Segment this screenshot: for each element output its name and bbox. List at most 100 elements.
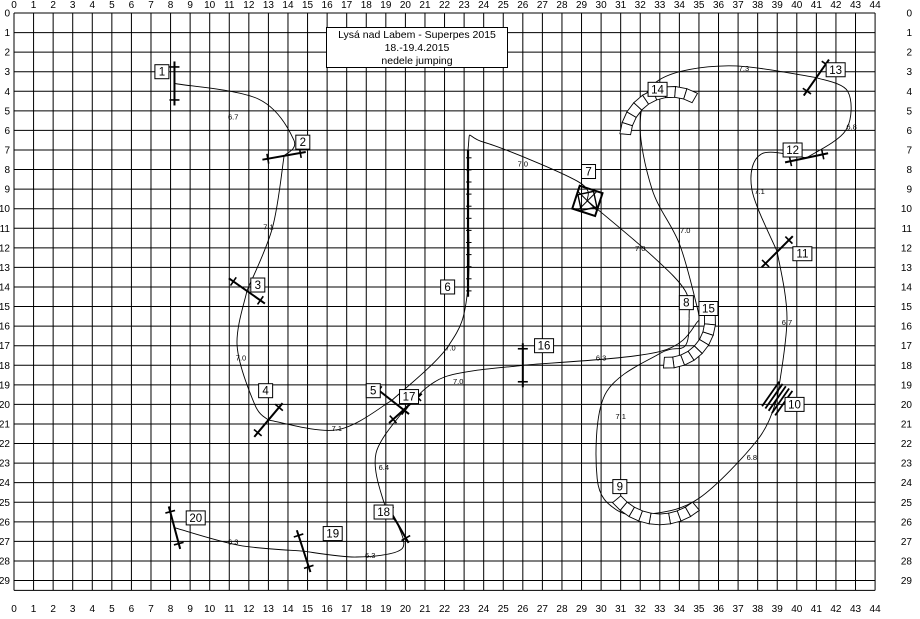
y-tick-label-right: 6	[906, 126, 912, 137]
distance-label: 6.7	[228, 113, 238, 122]
x-tick-label-top: 35	[693, 0, 705, 11]
y-tick-label-left: 29	[0, 576, 10, 587]
y-tick-label-left: 27	[0, 537, 10, 548]
obstacle-number-12: 12	[782, 142, 803, 158]
y-tick-label-left: 18	[0, 361, 10, 372]
obstacle-number: 7	[585, 167, 591, 179]
x-tick-label-top: 4	[89, 0, 95, 11]
path-segment	[750, 151, 807, 252]
distance-label: 6.8	[846, 123, 856, 132]
x-tick-label-bottom: 40	[791, 604, 803, 615]
y-tick-label-right: 4	[906, 87, 912, 98]
obstacle-number: 10	[788, 399, 801, 411]
x-tick-label-bottom: 7	[148, 604, 154, 615]
table-outline	[571, 184, 604, 218]
y-tick-label-right: 16	[901, 322, 913, 333]
grid-lines	[13, 12, 876, 591]
obstacle-number-7: 7	[581, 164, 597, 180]
obstacle-number: 3	[255, 280, 261, 292]
obstacle-number: 9	[617, 482, 623, 494]
distance-label: 6.4	[379, 463, 389, 472]
x-tick-label-top: 31	[615, 0, 627, 11]
jump-wing	[173, 541, 184, 546]
y-tick-label-left: 7	[4, 145, 10, 156]
x-tick-label-bottom: 34	[674, 604, 686, 615]
x-tick-label-top: 3	[70, 0, 76, 11]
table-inner	[577, 190, 598, 212]
y-tick-label-left: 26	[0, 517, 10, 528]
path-segment	[639, 65, 817, 321]
y-tick-label-right: 29	[901, 576, 913, 587]
number-box	[612, 479, 628, 495]
y-tick-label-left: 15	[0, 302, 10, 313]
y-tick-label-left: 23	[0, 459, 10, 470]
x-tick-label-bottom: 44	[870, 604, 882, 615]
tunnel-segment	[611, 495, 628, 511]
obstacle-number-19: 19	[322, 526, 343, 542]
jump-bar	[802, 58, 830, 97]
jump-wing	[256, 295, 264, 305]
distance-label: 6.7	[782, 318, 792, 327]
x-tick-label-top: 25	[498, 0, 510, 11]
number-box	[784, 396, 805, 412]
obstacle-number: 20	[189, 513, 202, 525]
x-tick-label-top: 39	[772, 0, 784, 11]
number-box	[647, 81, 668, 97]
x-tick-label-bottom: 32	[635, 604, 647, 615]
obstacle-number: 6	[444, 282, 450, 294]
tunnel-segment	[663, 356, 675, 369]
obstacle-number-18: 18	[373, 504, 394, 520]
jump-wing	[802, 87, 812, 95]
x-tick-label-top: 40	[791, 0, 803, 11]
jump-bar	[253, 402, 284, 438]
jump-wing	[820, 149, 825, 160]
x-tick-label-top: 30	[596, 0, 608, 11]
jump-wing	[298, 147, 302, 159]
y-tick-label-left: 0	[4, 9, 10, 20]
obstacles	[165, 58, 831, 573]
x-tick-label-top: 23	[459, 0, 471, 11]
x-tick-label-top: 28	[556, 0, 568, 11]
obstacle-number-10: 10	[784, 396, 805, 412]
obstacle-number: 4	[262, 386, 269, 398]
x-tick-label-top: 0	[11, 0, 17, 11]
obstacle-number-4: 4	[258, 383, 274, 399]
y-tick-label-right: 13	[901, 263, 913, 274]
course-path	[174, 65, 852, 558]
obstacle-number: 11	[796, 249, 808, 261]
distance-label: 6.3	[228, 537, 238, 546]
x-tick-label-bottom: 33	[654, 604, 666, 615]
obstacle-number-14: 14	[647, 81, 668, 97]
x-tick-label-bottom: 6	[129, 604, 135, 615]
obstacle-number-16: 16	[534, 338, 555, 354]
x-tick-label-bottom: 21	[419, 604, 431, 615]
y-tick-label-left: 19	[0, 380, 10, 391]
y-tick-label-right: 9	[906, 185, 912, 196]
path-segment	[174, 527, 304, 552]
jump-bar	[295, 529, 312, 573]
y-tick-label-left: 10	[0, 204, 10, 215]
obstacle-number-11: 11	[792, 246, 813, 262]
x-tick-label-bottom: 43	[850, 604, 862, 615]
path-segment	[303, 523, 405, 558]
number-box	[534, 338, 555, 354]
obstacle-3	[228, 276, 266, 305]
x-tick-label-top: 12	[243, 0, 255, 11]
y-tick-label-left: 13	[0, 263, 10, 274]
y-tick-label-right: 24	[901, 478, 913, 489]
x-tick-label-top: 26	[517, 0, 529, 11]
spread-bar	[774, 390, 794, 416]
y-tick-label-right: 18	[901, 361, 913, 372]
x-tick-label-bottom: 2	[50, 604, 56, 615]
y-tick-label-right: 1	[906, 28, 912, 39]
x-tick-label-bottom: 31	[615, 604, 627, 615]
x-tick-label-bottom: 41	[811, 604, 823, 615]
y-tick-label-right: 26	[901, 517, 913, 528]
y-tick-label-left: 12	[0, 243, 10, 254]
x-tick-label-bottom: 14	[282, 604, 294, 615]
y-tick-label-left: 22	[0, 439, 10, 450]
y-tick-label-right: 22	[901, 439, 913, 450]
x-tick-label-top: 21	[419, 0, 431, 11]
obstacle-number: 12	[786, 145, 799, 157]
